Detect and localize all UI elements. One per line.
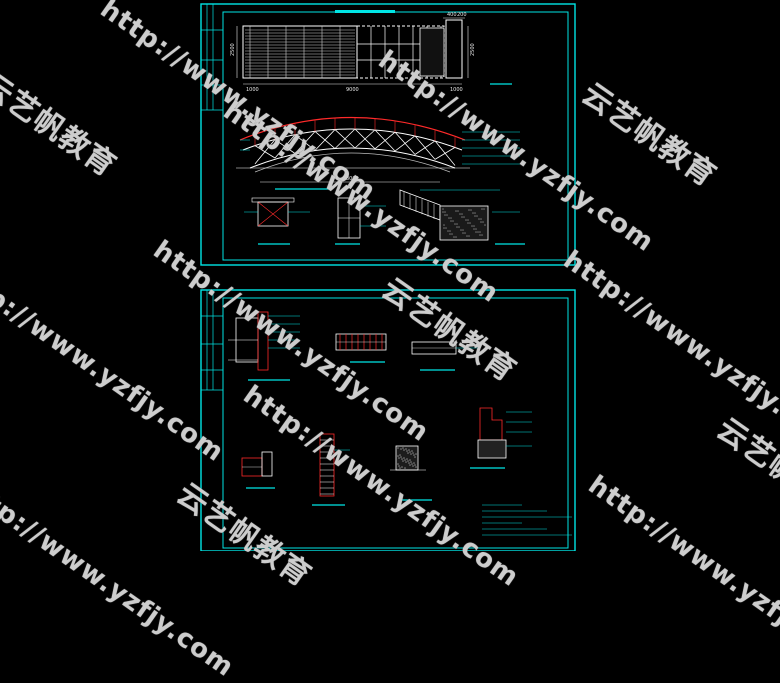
sheet-2: [200, 289, 576, 551]
plan-view: 400 200 2500 2500 1000 9000 1000: [230, 10, 512, 93]
detail-ladder-frame: [312, 433, 350, 506]
elevation-view: 8000: [236, 116, 520, 190]
detail-railing-elevation: [335, 333, 387, 363]
detail-foundation-gravel: [390, 445, 432, 501]
detail-footing: [470, 407, 532, 469]
general-notes: [482, 504, 572, 536]
dim-arch-span: 8000: [346, 176, 359, 182]
detail-section-a: [244, 197, 310, 245]
dim-side-right: 2500: [470, 43, 476, 56]
detail-small-block: [241, 451, 275, 489]
dim-top-b: 200: [457, 12, 467, 18]
dim-top-a: 400: [447, 12, 457, 18]
cad-drawing-canvas: 400 200 2500 2500 1000 9000 1000 8000: [200, 3, 576, 551]
sheet-1: 400 200 2500 2500 1000 9000 1000 8000: [200, 3, 576, 266]
detail-section-b: [335, 197, 386, 245]
dim-bottom-right: 1000: [450, 87, 463, 93]
detail-abutment: [399, 189, 525, 245]
detail-deck-plan: [411, 341, 480, 371]
sheet-1-titleblock: [201, 4, 223, 111]
dim-bottom-mid: 9000: [346, 87, 359, 93]
detail-pier-section: [228, 311, 300, 381]
sheet-2-titleblock: [201, 290, 223, 391]
dim-side-left: 2500: [230, 43, 236, 56]
dim-bottom-left: 1000: [246, 87, 259, 93]
